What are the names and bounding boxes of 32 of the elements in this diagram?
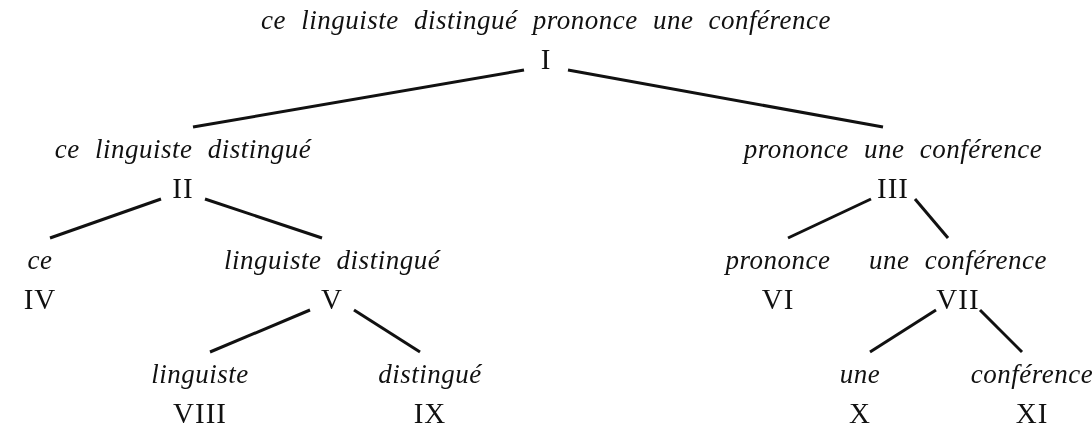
phrase-label: conférence <box>970 358 1092 390</box>
tree-branch-line <box>49 197 162 240</box>
tree-branch-line <box>204 197 323 240</box>
phrase-label: linguiste <box>151 358 249 390</box>
phrase-label: linguiste distingué <box>223 244 441 276</box>
phrase-label: ce linguiste distingué <box>54 133 312 165</box>
tree-branch-line <box>787 197 872 240</box>
node-numeral: II <box>172 171 194 205</box>
node-numeral: VIII <box>173 396 227 430</box>
phrase-label: prononce <box>725 244 831 276</box>
tree-branch-line <box>353 308 421 354</box>
node-numeral: VI <box>761 282 795 316</box>
tree-branch-line <box>209 308 311 354</box>
node-numeral: IV <box>23 282 57 316</box>
node-numeral: VII <box>936 282 980 316</box>
phrase-label: ce <box>27 244 53 276</box>
node-numeral: IX <box>413 396 447 430</box>
node-numeral: V <box>321 282 343 316</box>
tree-branch-line <box>978 308 1024 354</box>
tree-branch-line <box>567 68 884 129</box>
node-numeral: XI <box>1015 396 1049 430</box>
node-numeral: III <box>877 171 909 205</box>
tree-branch-line <box>913 198 950 239</box>
node-numeral: I <box>540 42 552 76</box>
phrase-label: prononce une conférence <box>743 133 1043 165</box>
phrase-label: une <box>839 358 881 390</box>
phrase-label: ce linguiste distingué prononce une conférence <box>260 4 832 36</box>
tree-branch-line <box>192 68 525 129</box>
phrase-label: une conférence <box>868 244 1048 276</box>
phrase-label: distingué <box>378 358 482 390</box>
node-numeral: X <box>849 396 871 430</box>
tree-branch-line <box>869 308 937 354</box>
